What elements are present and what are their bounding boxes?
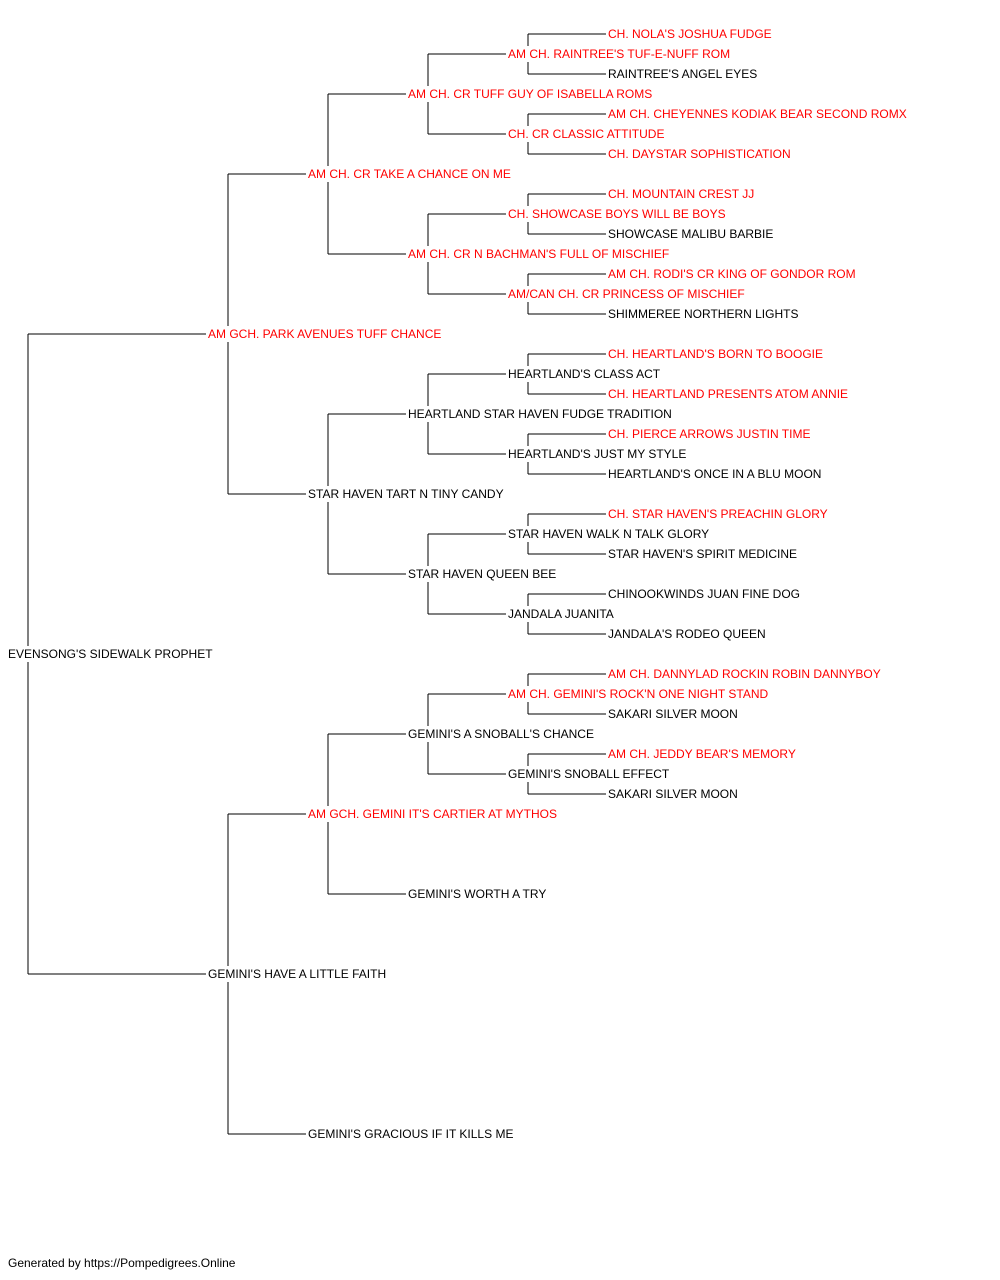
dog-subject-dam-sire-dam[interactable]: GEMINI'S WORTH A TRY bbox=[408, 887, 546, 901]
dog-subject-sire-dam-dam-sire-dam[interactable]: STAR HAVEN'S SPIRIT MEDICINE bbox=[608, 547, 797, 561]
dog-subject-sire-dam-dam[interactable]: STAR HAVEN QUEEN BEE bbox=[408, 567, 556, 581]
dog-subject-sire-sire[interactable]: AM CH. CR TAKE A CHANCE ON ME bbox=[308, 167, 511, 181]
dog-subject-sire-dam-sire-sire[interactable]: HEARTLAND'S CLASS ACT bbox=[508, 367, 661, 381]
dog-subject-sire-sire-sire[interactable]: AM CH. CR TUFF GUY OF ISABELLA ROMS bbox=[408, 87, 652, 101]
dog-subject-dam-sire-sire-sire-dam[interactable]: SAKARI SILVER MOON bbox=[608, 707, 738, 721]
dog-subject-dam-sire[interactable]: AM GCH. GEMINI IT'S CARTIER AT MYTHOS bbox=[308, 807, 557, 821]
dog-subject-sire-dam[interactable]: STAR HAVEN TART N TINY CANDY bbox=[308, 487, 504, 501]
dog-subject-sire-sire-sire-dam[interactable]: CH. CR CLASSIC ATTITUDE bbox=[508, 127, 664, 141]
dog-subject-dam-sire-sire-dam-dam[interactable]: SAKARI SILVER MOON bbox=[608, 787, 738, 801]
footer-credit: Generated by https://Pompedigrees.Online bbox=[8, 1256, 236, 1270]
dog-subject-sire-sire-dam-dam-dam[interactable]: SHIMMEREE NORTHERN LIGHTS bbox=[608, 307, 798, 321]
dog-subject-sire-dam-sire-sire-dam[interactable]: CH. HEARTLAND PRESENTS ATOM ANNIE bbox=[608, 387, 848, 401]
dog-subject-sire-dam-dam-sire[interactable]: STAR HAVEN WALK N TALK GLORY bbox=[508, 527, 709, 541]
dog-subject-dam-sire-sire-dam-sire[interactable]: AM CH. JEDDY BEAR'S MEMORY bbox=[608, 747, 796, 761]
dog-subject-dam-sire-sire[interactable]: GEMINI'S A SNOBALL'S CHANCE bbox=[408, 727, 594, 741]
dog-subject-sire-sire-sire-dam-dam[interactable]: CH. DAYSTAR SOPHISTICATION bbox=[608, 147, 791, 161]
dog-subject-sire-dam-sire[interactable]: HEARTLAND STAR HAVEN FUDGE TRADITION bbox=[408, 407, 672, 421]
dog-subject-sire-dam-dam-dam[interactable]: JANDALA JUANITA bbox=[508, 607, 614, 621]
dog-subject-sire-dam-dam-dam-sire[interactable]: CHINOOKWINDS JUAN FINE DOG bbox=[608, 587, 800, 601]
dog-subject-dam-sire-sire-sire[interactable]: AM CH. GEMINI'S ROCK'N ONE NIGHT STAND bbox=[508, 687, 768, 701]
dog-subject-sire-sire-sire-dam-sire[interactable]: AM CH. CHEYENNES KODIAK BEAR SECOND ROMX bbox=[608, 107, 907, 121]
dog-subject-sire-sire-dam-sire-sire[interactable]: CH. MOUNTAIN CREST JJ bbox=[608, 187, 754, 201]
dog-subject[interactable]: EVENSONG'S SIDEWALK PROPHET bbox=[8, 647, 213, 661]
dog-subject-dam[interactable]: GEMINI'S HAVE A LITTLE FAITH bbox=[208, 967, 386, 981]
dog-subject-sire-sire-sire-sire-dam[interactable]: RAINTREE'S ANGEL EYES bbox=[608, 67, 757, 81]
dog-subject-sire-sire-dam-dam-sire[interactable]: AM CH. RODI'S CR KING OF GONDOR ROM bbox=[608, 267, 856, 281]
dog-subject-dam-sire-sire-dam[interactable]: GEMINI'S SNOBALL EFFECT bbox=[508, 767, 670, 781]
dog-subject-dam-dam[interactable]: GEMINI'S GRACIOUS IF IT KILLS ME bbox=[308, 1127, 513, 1141]
dog-subject-sire[interactable]: AM GCH. PARK AVENUES TUFF CHANCE bbox=[208, 327, 441, 341]
dog-subject-sire-sire-dam-sire-dam[interactable]: SHOWCASE MALIBU BARBIE bbox=[608, 227, 773, 241]
dog-subject-sire-sire-sire-sire[interactable]: AM CH. RAINTREE'S TUF-E-NUFF ROM bbox=[508, 47, 730, 61]
dog-subject-sire-dam-sire-dam-dam[interactable]: HEARTLAND'S ONCE IN A BLU MOON bbox=[608, 467, 821, 481]
pedigree-tree: EVENSONG'S SIDEWALK PROPHET AM GCH. PARK … bbox=[8, 27, 907, 1141]
dog-subject-sire-dam-sire-sire-sire[interactable]: CH. HEARTLAND'S BORN TO BOOGIE bbox=[608, 347, 823, 361]
dog-subject-dam-sire-sire-sire-sire[interactable]: AM CH. DANNYLAD ROCKIN ROBIN DANNYBOY bbox=[608, 667, 881, 681]
dog-subject-sire-sire-dam-sire[interactable]: CH. SHOWCASE BOYS WILL BE BOYS bbox=[508, 207, 726, 221]
dog-subject-sire-dam-dam-sire-sire[interactable]: CH. STAR HAVEN'S PREACHIN GLORY bbox=[608, 507, 828, 521]
dog-subject-sire-dam-dam-dam-dam[interactable]: JANDALA'S RODEO QUEEN bbox=[608, 627, 766, 641]
dog-subject-sire-sire-dam[interactable]: AM CH. CR N BACHMAN'S FULL OF MISCHIEF bbox=[408, 247, 669, 261]
dog-subject-sire-dam-sire-dam-sire[interactable]: CH. PIERCE ARROWS JUSTIN TIME bbox=[608, 427, 810, 441]
dog-subject-sire-sire-dam-dam[interactable]: AM/CAN CH. CR PRINCESS OF MISCHIEF bbox=[508, 287, 745, 301]
dog-subject-sire-dam-sire-dam[interactable]: HEARTLAND'S JUST MY STYLE bbox=[508, 447, 686, 461]
dog-subject-sire-sire-sire-sire-sire[interactable]: CH. NOLA'S JOSHUA FUDGE bbox=[608, 27, 772, 41]
